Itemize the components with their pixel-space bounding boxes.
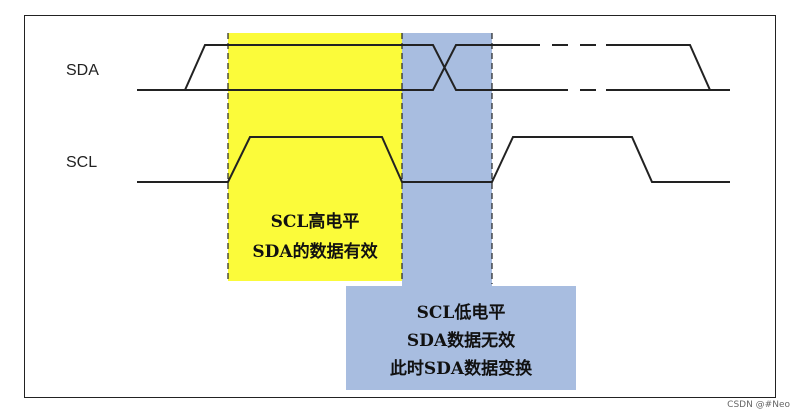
sda-lower-trace bbox=[137, 44, 540, 91]
low-region-line2: SDA数据无效 bbox=[407, 330, 515, 351]
scl-high-region bbox=[228, 33, 402, 281]
high-region-line1: SCL高电平 bbox=[271, 211, 360, 232]
scl-low-label-box bbox=[346, 286, 576, 390]
sda-tail bbox=[606, 44, 730, 91]
low-region-line1: SCL低电平 bbox=[417, 302, 506, 323]
diagram-frame bbox=[24, 15, 776, 398]
scl-trace bbox=[137, 136, 730, 183]
sda-transition-region bbox=[402, 33, 492, 286]
low-region-line3: 此时SDA数据变换 bbox=[390, 358, 533, 379]
watermark: CSDN @#Neo bbox=[727, 400, 790, 410]
sda-label: SDA bbox=[66, 62, 99, 79]
scl-label: SCL bbox=[66, 154, 97, 171]
high-region-line2: SDA的数据有效 bbox=[252, 241, 377, 262]
